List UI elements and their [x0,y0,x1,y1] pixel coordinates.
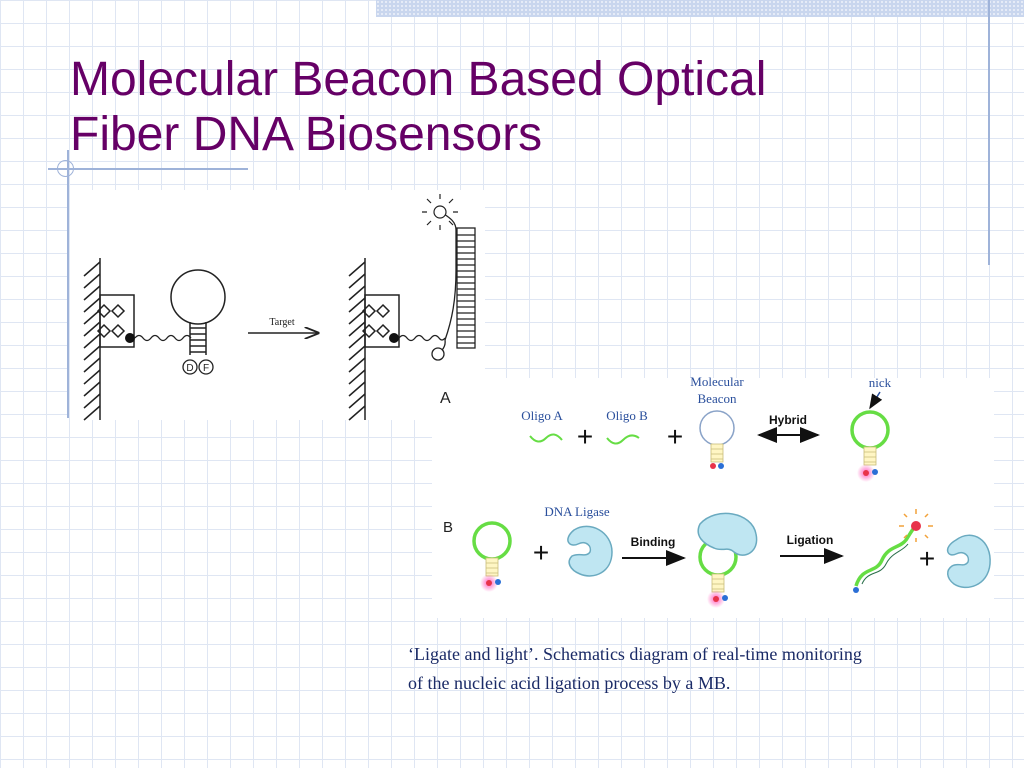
molecular-beacon-icon [699,410,735,469]
hybridized-beacon-icon [850,410,890,482]
fiber-surface-left [83,258,101,421]
figure-b-diagram: Oligo A + Oligo B + Molecular Beacon Hyb… [443,374,991,608]
title-underline [48,168,248,170]
oligo-b-strand [606,434,640,445]
linker-wavy-left [134,334,192,342]
panel-a-label: A [440,390,451,407]
ligated-strand-open-icon [853,509,933,593]
title-line-1: Molecular Beacon Based Optical [70,53,767,106]
dna-ligase-label: DNA Ligase [544,504,610,519]
crosshair-ornament [57,160,74,177]
nick-label: nick [869,375,892,390]
hybridized-beacon-icon-2 [472,521,512,592]
nick-pointer-arrow [869,391,883,410]
attachment-point-left [125,333,135,343]
quencher-label-circle [182,359,198,375]
molecular-beacon-label-line1: Molecular [690,374,744,389]
oligo-a-strand [529,433,563,443]
plus-sign-1: + [577,421,593,452]
title-line-2: Fiber DNA Biosensors [70,108,543,161]
binding-label: Binding [631,535,676,549]
figure-a-background [70,190,485,420]
right-accent-line [988,0,990,265]
ligation-label: Ligation [787,533,834,547]
plus-sign-2: + [667,421,683,452]
hybridized-duplex [437,213,476,353]
hybrid-label: Hybrid [769,413,807,427]
fluorophore-letter: F [203,363,209,374]
fiber-surface-right [348,258,366,421]
plus-sign-4: + [919,543,935,574]
fluorophore-emitting-icon [422,194,458,230]
linker-complex-right [361,294,400,348]
slide-title: Molecular Beacon Based Optical Fiber DNA… [70,52,970,162]
target-arrow-label: Target [269,317,294,328]
attachment-point-right [389,333,399,343]
figure-a-diagram: D F Target A [83,194,476,421]
quencher-letter: D [186,363,193,374]
left-accent-line [67,150,69,418]
fluorophore-label-circle [198,359,214,375]
plus-sign-3: + [533,537,549,568]
linker-complex-left [96,294,135,348]
figure-caption: ‘Ligate and light’. Schematics diagram o… [408,640,998,698]
quencher-separated [431,347,445,361]
panel-b-label: B [443,519,453,536]
oligo-a-label: Oligo A [521,408,563,423]
molecular-beacon-label-line2: Beacon [698,391,737,406]
oligo-b-label: Oligo B [606,408,648,423]
caption-line-1: ‘Ligate and light’. Schematics diagram o… [408,644,862,664]
caption-line-2: of the nucleic acid ligation process by … [408,673,731,693]
linker-wavy-right [398,334,446,342]
released-ligase-icon [946,534,991,589]
header-decoration-band [376,0,1024,17]
ligase-bound-complex-icon [697,512,758,608]
dna-ligase-icon [567,525,613,577]
hairpin-beacon [170,269,226,355]
